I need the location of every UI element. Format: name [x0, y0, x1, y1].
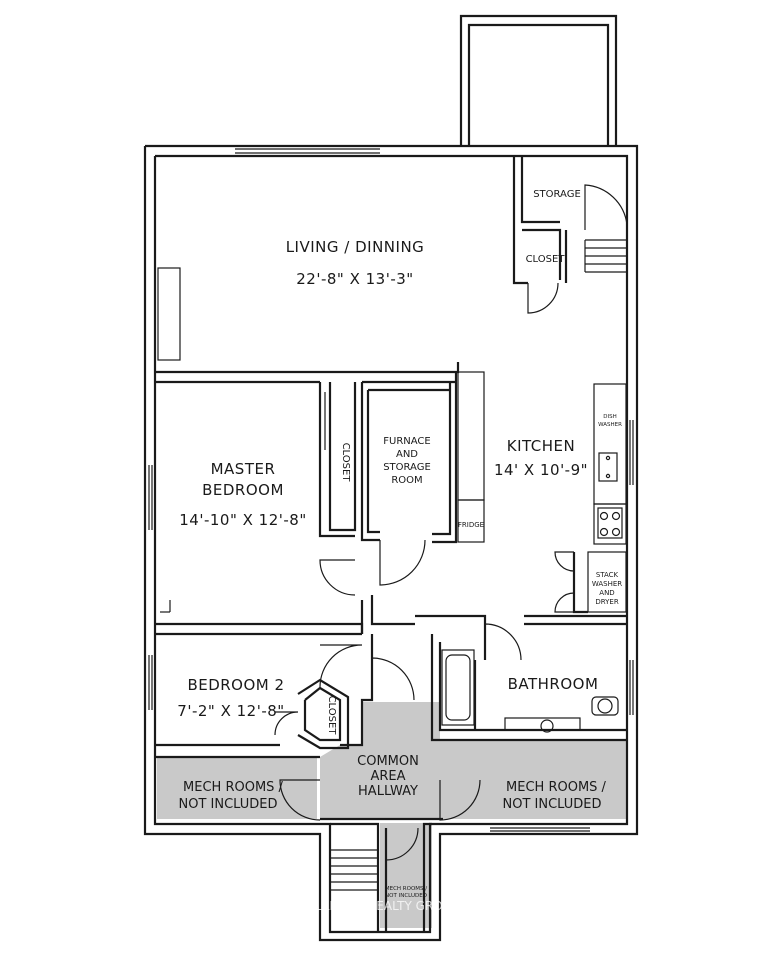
mech-small-line-2: NOT INCLUDED — [385, 893, 427, 899]
hallway-line-3: HALLWAY — [358, 784, 418, 799]
mech-right-line-2: NOT INCLUDED — [502, 797, 601, 812]
mech-left-line-1: MECH ROOMS / — [183, 780, 284, 795]
closet-top-label: CLOSET — [526, 254, 566, 265]
master-bedroom-name-1: MASTER — [211, 460, 276, 478]
furnace-line-1: FURNACE — [383, 436, 430, 447]
mech-left-line-2: NOT INCLUDED — [178, 797, 277, 812]
hallway-line-1: COMMON — [357, 754, 419, 769]
hallway-line-2: AREA — [370, 769, 405, 784]
laundry-line-1: STACK — [596, 571, 619, 579]
living-room-dims: 22'-8" X 13'-3" — [296, 270, 413, 288]
exterior-walls — [143, 14, 639, 942]
door-swings — [274, 184, 628, 861]
storage-label: STORAGE — [533, 189, 581, 200]
watermark: RE/MAX HALLMARK REALTY GROUP, Brokerage — [248, 899, 528, 913]
room-labels: LIVING / DINNING 22'-8" X 13'-3" STORAGE… — [177, 189, 622, 899]
furnace-line-3: STORAGE — [383, 462, 431, 473]
mech-right-line-1: MECH ROOMS / — [506, 780, 607, 795]
mech-room-left-area — [157, 757, 317, 819]
furnace-line-4: ROOM — [391, 475, 422, 486]
dishwasher-line-1: DISH — [603, 414, 616, 420]
bedroom2-dims: 7'-2" X 12'-8" — [177, 702, 284, 720]
master-closet-label: CLOSET — [340, 443, 351, 483]
common-hallway-area — [320, 702, 443, 819]
windows — [148, 148, 634, 832]
laundry-line-3: AND — [599, 589, 614, 597]
bedroom2-name: BEDROOM 2 — [187, 676, 284, 694]
master-bedroom-dims: 14'-10" X 12'-8" — [179, 511, 307, 529]
bathroom-name: BATHROOM — [508, 675, 599, 693]
bedroom2-closet-label: CLOSET — [326, 696, 337, 736]
laundry-line-4: DRYER — [595, 598, 619, 606]
dishwasher-line-2: WASHER — [598, 422, 622, 428]
fridge-label: FRIDGE — [458, 521, 484, 529]
living-room-name: LIVING / DINNING — [286, 238, 425, 256]
master-bedroom-name-2: BEDROOM — [202, 481, 284, 499]
interior-walls — [155, 156, 627, 932]
kitchen-name: KITCHEN — [507, 437, 576, 455]
mech-room-right-area — [443, 740, 626, 819]
kitchen-dims: 14' X 10'-9" — [494, 461, 588, 479]
furnace-line-2: AND — [396, 449, 418, 460]
mech-small-line-1: MECH ROOMS / — [385, 886, 427, 892]
laundry-line-2: WASHER — [592, 580, 622, 588]
